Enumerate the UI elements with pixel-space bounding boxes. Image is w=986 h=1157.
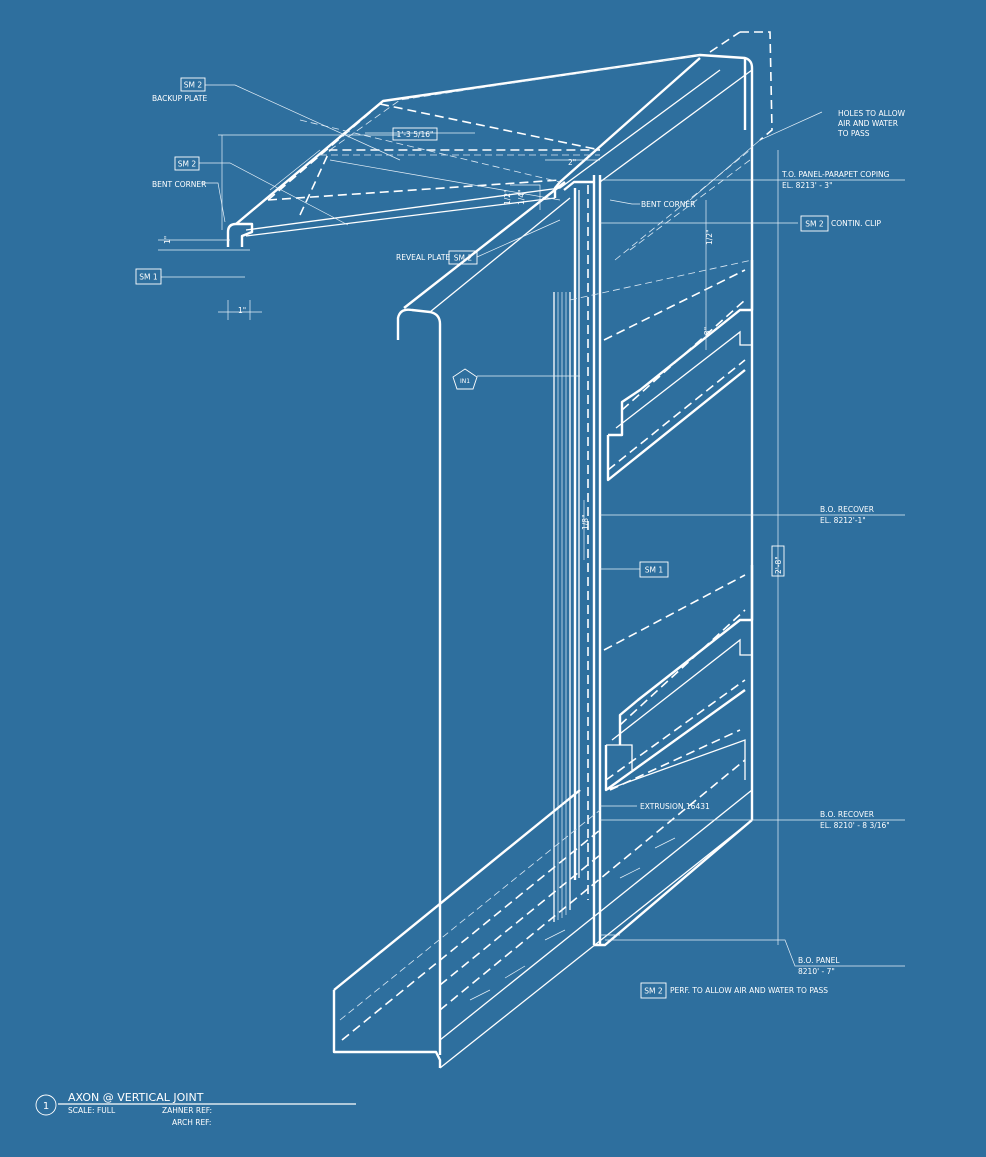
label-bent-corner-left: BENT CORNER [152,180,206,189]
dim-left-one: 1" [163,236,172,244]
svg-text:IN1: IN1 [460,378,470,385]
detail-scale: SCALE: FULL [68,1106,116,1115]
reveal-strips [553,185,589,922]
svg-text:SM 2: SM 2 [644,987,663,996]
label-holes-1: HOLES TO ALLOW [838,109,906,118]
leader-lines [161,84,905,967]
lower-clip [603,565,754,792]
elev-recover1-label: B.O. RECOVER [820,505,874,514]
label-backup-plate: BACKUP PLATE [152,94,207,103]
elev-panel-value: 8210' - 7" [798,967,835,976]
svg-text:1'-3 5/16": 1'-3 5/16" [397,130,434,139]
title-block: 1 AXON @ VERTICAL JOINT SCALE: FULL ZAHN… [35,1091,356,1127]
elev-recover2-label: B.O. RECOVER [820,810,874,819]
coping-cap [226,53,754,247]
detail-zahner-ref: ZAHNER REF: [162,1106,212,1115]
svg-text:SM 2: SM 2 [184,81,203,90]
dim-three: 3" [703,327,712,335]
pentagon-tag: IN1 [452,368,478,390]
svg-text:SM 2: SM 2 [454,254,473,263]
detail-arch-ref: ARCH REF: [172,1118,211,1127]
tag-reveal-plate: SM 2 [448,250,478,265]
svg-text:SM 1: SM 1 [645,566,664,575]
bottom-flange [332,759,753,1069]
elev-coping-label: T.O. PANEL-PARAPET COPING [781,170,890,179]
dim-small-b: 1/4" [517,189,526,205]
left-panel [396,181,571,1055]
label-bent-corner-right: BENT CORNER [641,200,695,209]
svg-text:SM 1: SM 1 [139,273,158,282]
svg-text:2'-8": 2'-8" [774,556,783,574]
dimension-lines [158,132,779,945]
upper-clip [569,259,754,482]
right-panel [592,31,773,947]
detail-title: AXON @ VERTICAL JOINT [68,1091,204,1104]
elev-recover1-value: EL. 8212'-1" [820,516,866,525]
tag-backup-plate: SM 2 [180,77,206,92]
dim-two-inch: 2" [568,158,576,167]
tag-bent-corner-left: SM 2 [174,156,200,171]
svg-text:SM 2: SM 2 [805,220,824,229]
dim-half: 1/2" [705,229,714,245]
label-perf: PERF. TO ALLOW AIR AND WATER TO PASS [670,986,828,995]
label-contin-clip: CONTIN. CLIP [831,219,882,228]
label-holes-2: AIR AND WATER [838,119,898,128]
dim-one-inch: 1" [238,306,246,315]
detail-number: 1 [43,1101,49,1112]
dim-eighth: 1/8" [581,514,590,530]
elev-panel-label: B.O. PANEL [798,956,840,965]
elev-recover2-value: EL. 8210' - 8 3/16" [820,821,890,830]
dim-small-a: 1/2" [503,189,512,205]
tag-sm1-mid: SM 1 [639,561,669,578]
label-reveal-plate: REVEAL PLATE [396,253,451,262]
elev-coping-value: EL. 8213' - 3" [782,181,833,190]
tag-contin-clip: SM 2 [800,215,829,232]
tag-sm1-left: SM 1 [135,268,162,285]
svg-text:SM 2: SM 2 [178,160,197,169]
dim-top-width: 1'-3 5/16" [392,127,438,141]
dim-overall: 2'-8" [771,545,785,577]
tag-perf: SM 2 [640,982,667,999]
label-extrusion: EXTRUSION 16431 [640,802,710,811]
label-holes-3: TO PASS [837,129,870,138]
